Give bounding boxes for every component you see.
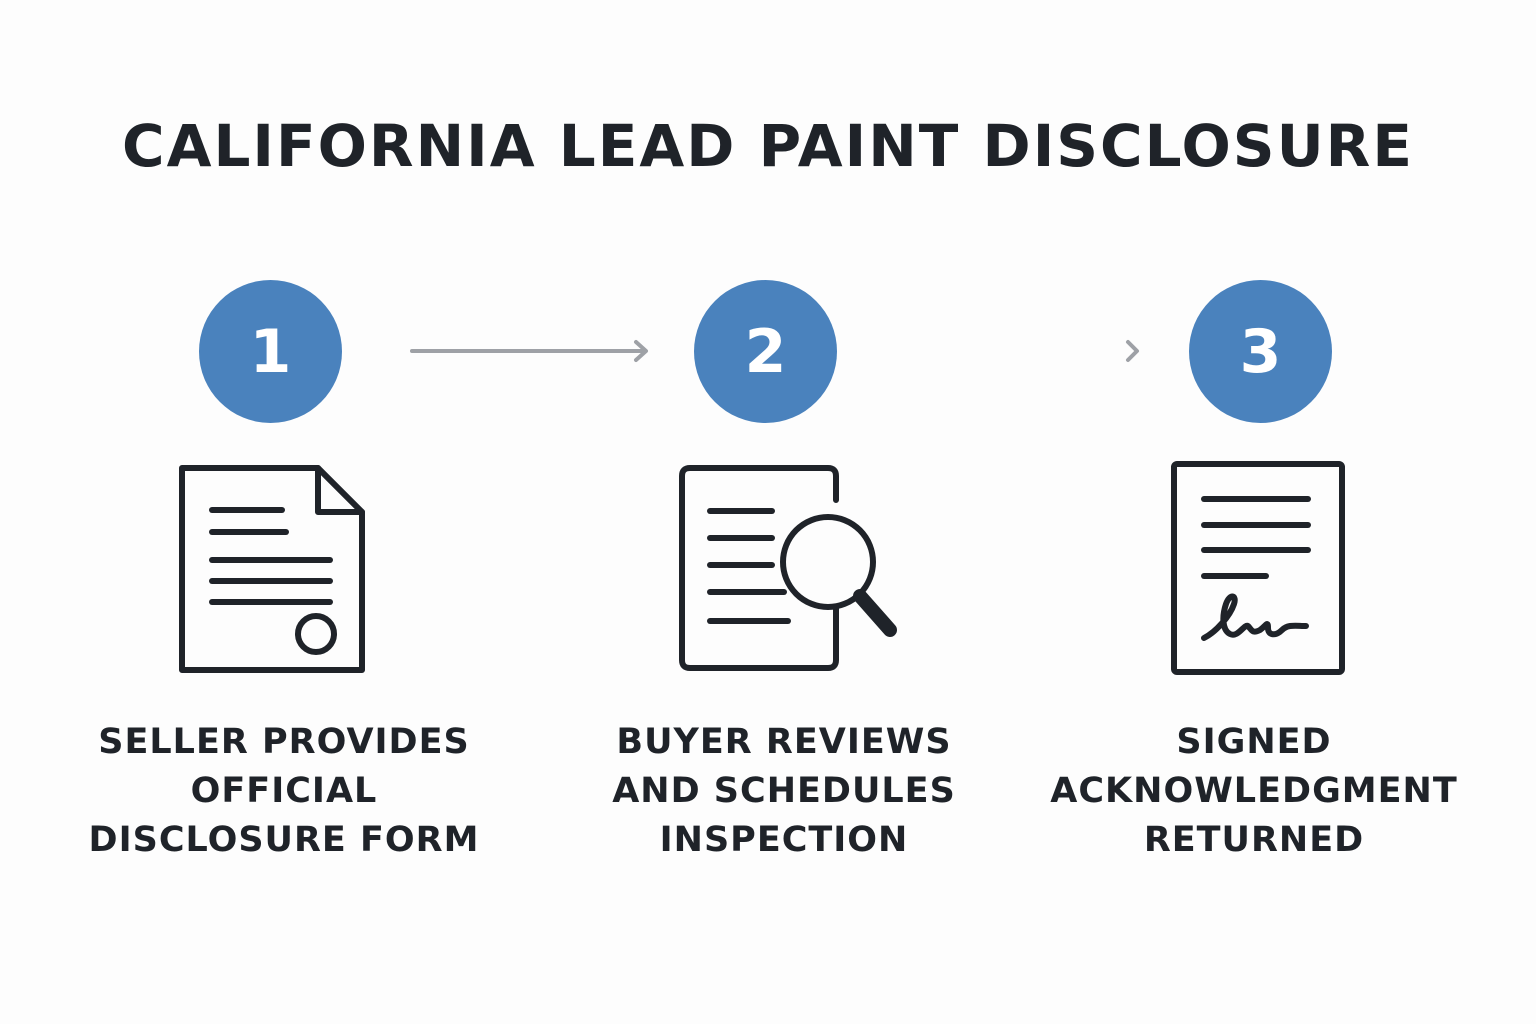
document-search-icon xyxy=(679,465,897,671)
arrow-head xyxy=(634,340,648,362)
step-3-badge: 3 xyxy=(1189,280,1332,423)
signed-document-icon xyxy=(1171,461,1345,675)
arrow-head xyxy=(1126,340,1139,362)
certificate-document-icon xyxy=(179,465,365,673)
step-1-badge: 1 xyxy=(199,280,342,423)
step-1-label: SELLER PROVIDES OFFICIAL DISCLOSURE FORM xyxy=(74,718,494,865)
step-2-label: BUYER REVIEWS AND SCHEDULES INSPECTION xyxy=(574,718,994,865)
label-line: RETURNED xyxy=(1143,820,1365,860)
arrow-1-to-2 xyxy=(410,340,648,362)
step-2-badge: 2 xyxy=(694,280,837,423)
label-line: SIGNED xyxy=(1176,722,1332,762)
label-line: BUYER REVIEWS xyxy=(616,722,952,762)
step-3-label: SIGNED ACKNOWLEDGMENT RETURNED xyxy=(1044,718,1464,865)
label-line: SELLER PROVIDES xyxy=(98,722,470,762)
label-line: AND SCHEDULES xyxy=(612,771,956,811)
arrow-2-to-3 xyxy=(1126,340,1139,362)
label-line: OFFICIAL xyxy=(190,771,378,811)
label-line: DISCLOSURE FORM xyxy=(88,820,480,860)
label-line: INSPECTION xyxy=(659,820,909,860)
label-line: ACKNOWLEDGMENT xyxy=(1050,771,1458,811)
diagram-title: CALIFORNIA LEAD PAINT DISCLOSURE xyxy=(122,112,1414,180)
